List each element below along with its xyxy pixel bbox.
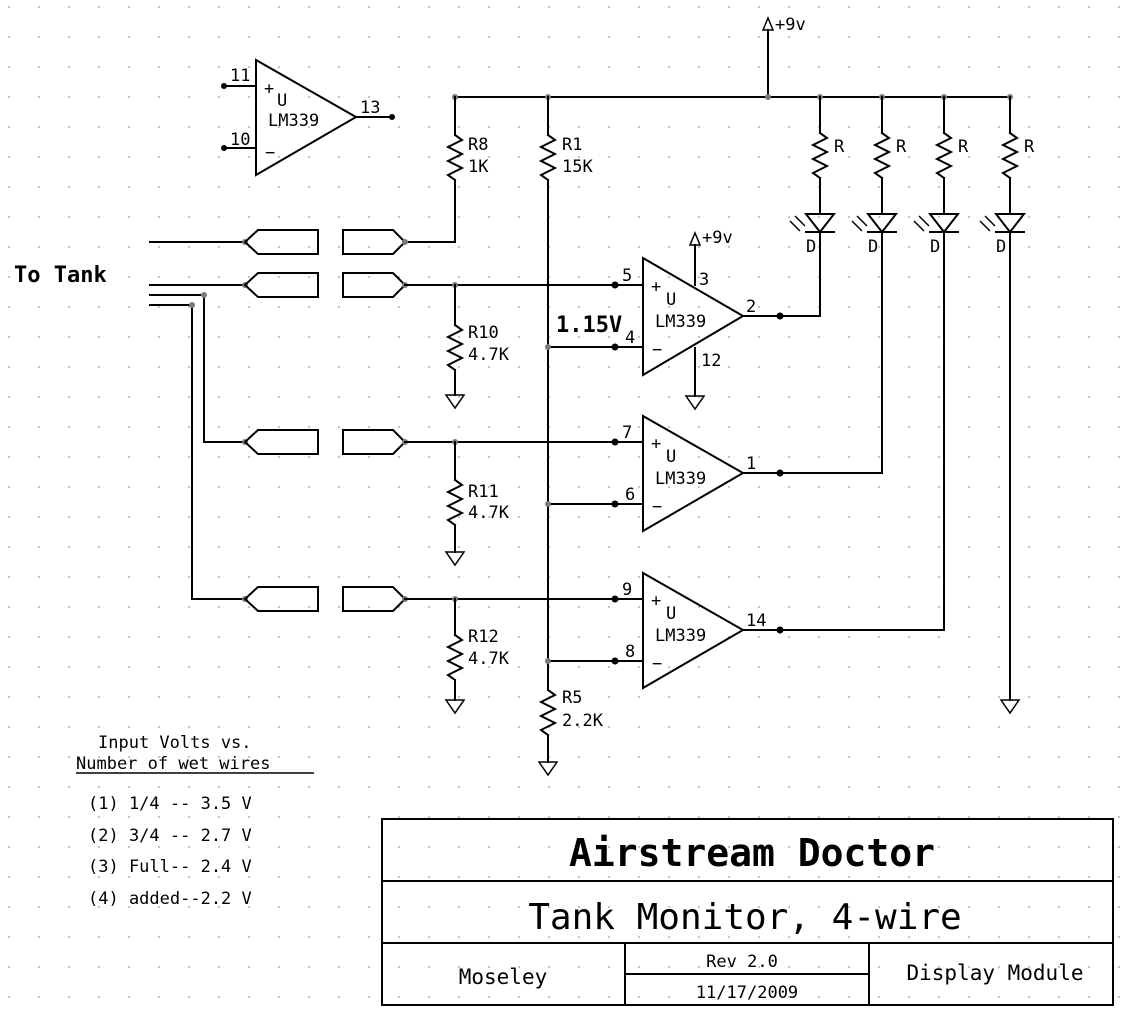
resistor-r10: R10 4.7K — [404, 282, 616, 410]
led2-r-label: R — [896, 137, 907, 157]
r12-ref: R12 — [468, 627, 499, 647]
legend-row-1: (1) 1/4 -- 3.5 V — [88, 794, 252, 814]
legend-row-4: (4) added--2.2 V — [88, 889, 252, 909]
r1-ref: R1 — [562, 135, 582, 155]
r1-value: 15K — [562, 157, 593, 177]
comp3-plus-sign: + — [651, 591, 661, 611]
r8-value: 1K — [468, 157, 489, 177]
voltage-legend: Input Volts vs. Number of wet wires (1) … — [76, 733, 314, 909]
standalone-opamp: 11 10 13 + U LM339 − — [221, 58, 395, 177]
supply-top-label: +9v — [775, 15, 806, 35]
standalone-pin-plus: 11 — [230, 66, 250, 86]
r10-value: 4.7K — [468, 345, 510, 365]
comp3-unit: U — [666, 604, 676, 624]
company-name: Airstream Doctor — [569, 831, 935, 875]
comp1-pin-vcc: 3 — [699, 270, 709, 290]
legend-title-line2: Number of wet wires — [76, 754, 270, 774]
standalone-pin-minus: 10 — [230, 130, 250, 150]
led-column-2: R D — [851, 96, 907, 474]
led1-label: D — [806, 237, 816, 257]
supply-mid-label: +9v — [702, 228, 733, 248]
comp2-plus-sign: + — [651, 434, 661, 454]
comp2-unit: U — [666, 447, 676, 467]
led1-r-label: R — [834, 137, 845, 157]
comp1-pin-out: 2 — [746, 297, 756, 317]
comp1-unit: U — [666, 290, 676, 310]
r11-value: 4.7K — [468, 503, 510, 523]
led-column-3: R D — [913, 96, 969, 631]
legend-row-2: (2) 3/4 -- 2.7 V — [88, 826, 252, 846]
comp1-pin-plus: 5 — [622, 266, 632, 286]
comp3-minus-sign: − — [652, 654, 662, 674]
comp2-minus-sign: − — [652, 497, 662, 517]
comp3-part: LM339 — [655, 626, 706, 646]
comp1-pin-minus: 4 — [625, 328, 635, 348]
reference-taps: 1.15V — [545, 313, 622, 664]
resistor-r5: R5 2.2K — [537, 688, 604, 777]
title-block: Airstream Doctor Tank Monitor, 4-wire Mo… — [381, 818, 1114, 1006]
comp2-pin-out: 1 — [746, 454, 756, 474]
r12-value: 4.7K — [468, 649, 510, 669]
comparator-1: +9v 5 4 2 3 12 + U LM339 − — [611, 228, 821, 411]
comp3-pin-plus: 9 — [622, 580, 632, 600]
comp1-part: LM339 — [655, 312, 706, 332]
comparator-2: 7 6 1 + U LM339 − — [611, 414, 883, 533]
r11-ref: R11 — [468, 482, 499, 502]
resistor-r12: R12 4.7K — [404, 596, 616, 715]
standalone-part: LM339 — [268, 111, 319, 131]
standalone-plus-sign: + — [264, 79, 274, 99]
led-column-1: R D — [789, 96, 845, 317]
drawing-title: Tank Monitor, 4-wire — [528, 897, 961, 938]
led4-r-label: R — [1024, 137, 1035, 157]
led-column-4: R D — [979, 96, 1035, 715]
comp2-pin-minus: 6 — [625, 485, 635, 505]
connectors — [243, 229, 408, 612]
revision: Rev 2.0 — [706, 952, 778, 972]
r5-value: 2.2K — [562, 711, 604, 731]
date: 11/17/2009 — [696, 983, 798, 1003]
comp1-pin-gnd: 12 — [701, 351, 721, 371]
comp3-pin-minus: 8 — [625, 642, 635, 662]
standalone-pin-out: 13 — [360, 98, 380, 118]
led3-r-label: R — [958, 137, 969, 157]
standalone-minus-sign: − — [265, 143, 275, 163]
r8-ref: R8 — [468, 135, 488, 155]
standalone-unit: U — [277, 91, 287, 111]
led2-label: D — [868, 237, 878, 257]
resistor-r8: R8 1K — [404, 96, 489, 243]
resistor-r1: R1 15K — [538, 96, 593, 691]
module-name: Display Module — [906, 961, 1083, 985]
comp3-pin-out: 14 — [746, 611, 766, 631]
led3-label: D — [930, 237, 940, 257]
r10-ref: R10 — [468, 323, 499, 343]
comparator-3: 9 8 14 + U LM339 − — [611, 571, 945, 690]
legend-row-3: (3) Full-- 2.4 V — [88, 857, 252, 877]
author: Moseley — [459, 965, 548, 989]
comp2-part: LM339 — [655, 469, 706, 489]
reference-voltage: 1.15V — [556, 313, 622, 338]
legend-title-line1: Input Volts vs. — [98, 733, 252, 753]
comp1-minus-sign: − — [652, 340, 662, 360]
r5-ref: R5 — [562, 688, 582, 708]
comp2-pin-plus: 7 — [622, 423, 632, 443]
led4-label: D — [996, 237, 1006, 257]
comp1-plus-sign: + — [651, 277, 661, 297]
to-tank-label: To Tank — [14, 263, 107, 288]
resistor-r11: R11 4.7K — [404, 439, 616, 567]
